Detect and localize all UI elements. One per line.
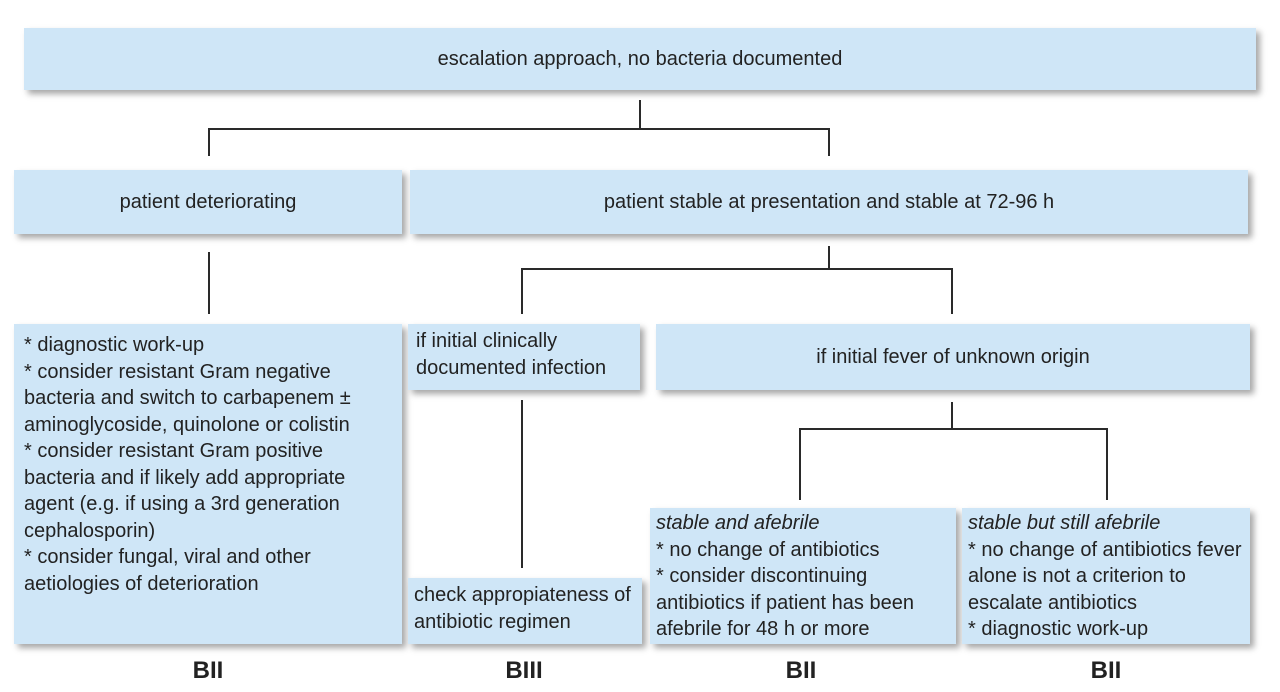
- top-node-label: escalation approach, no bacteria documen…: [437, 47, 843, 70]
- fuo-node-label: if initial fever of unknown origin: [816, 345, 1090, 368]
- check-node: check appropiateness of antibiotic regim…: [408, 578, 642, 644]
- still-febrile-line: * no change of antibiotics fever alone i…: [968, 538, 1242, 614]
- deteriorating-node-label: patient deteriorating: [119, 190, 297, 213]
- clinical-node: if initial clinically documented infecti…: [408, 324, 640, 390]
- connector-top-down: [639, 100, 641, 130]
- connector-to-stable: [828, 128, 830, 156]
- afebrile-title: stable and afebrile: [656, 512, 820, 534]
- connector-clinical-to-check: [521, 400, 523, 568]
- still-febrile-title: stable but still afebrile: [968, 512, 1161, 534]
- connector-to-afebrile: [799, 428, 801, 500]
- deteriorating-node: patient deteriorating: [14, 170, 402, 234]
- connector-to-fuo: [951, 268, 953, 314]
- connector-stable-down: [828, 246, 830, 270]
- connector-deteriorating-to-actions: [208, 252, 210, 314]
- grade-label: BII: [192, 657, 224, 684]
- connector-top-split: [208, 128, 830, 130]
- grade-label: BIII: [505, 657, 543, 684]
- grade-label: BII: [1090, 657, 1122, 684]
- stable-node: patient stable at presentation and stabl…: [410, 170, 1248, 234]
- connector-stable-split: [521, 268, 953, 270]
- afebrile-line: * no change of antibiotics: [656, 538, 880, 561]
- fuo-node: if initial fever of unknown origin: [656, 324, 1250, 390]
- check-node-label: check appropiateness of antibiotic regim…: [414, 584, 631, 633]
- clinical-node-label: if initial clinically documented infecti…: [416, 330, 607, 379]
- afebrile-line: * consider discontinuing antibiotics if …: [656, 565, 914, 640]
- action-item: * consider resistant Gram negative bacte…: [24, 360, 351, 436]
- action-item: * consider fungal, viral and other aetio…: [24, 546, 311, 595]
- top-node: escalation approach, no bacteria documen…: [24, 28, 1256, 90]
- connector-fuo-split: [799, 428, 1108, 430]
- still-febrile-node: stable but still afebrile * no change of…: [962, 508, 1250, 644]
- action-item: * diagnostic work-up: [24, 334, 205, 356]
- connector-fuo-down: [951, 402, 953, 430]
- grade-label: BII: [785, 657, 817, 684]
- stable-node-label: patient stable at presentation and stabl…: [603, 190, 1055, 213]
- deteriorating-actions-node: * diagnostic work-up * consider resistan…: [14, 324, 402, 644]
- connector-to-clinical: [521, 268, 523, 314]
- still-febrile-line: * diagnostic work-up: [968, 618, 1149, 640]
- connector-to-deteriorating: [208, 128, 210, 156]
- afebrile-node: stable and afebrile * no change of antib…: [650, 508, 956, 644]
- action-item: * consider resistant Gram positive bacte…: [24, 440, 346, 542]
- connector-to-still-febrile: [1106, 428, 1108, 500]
